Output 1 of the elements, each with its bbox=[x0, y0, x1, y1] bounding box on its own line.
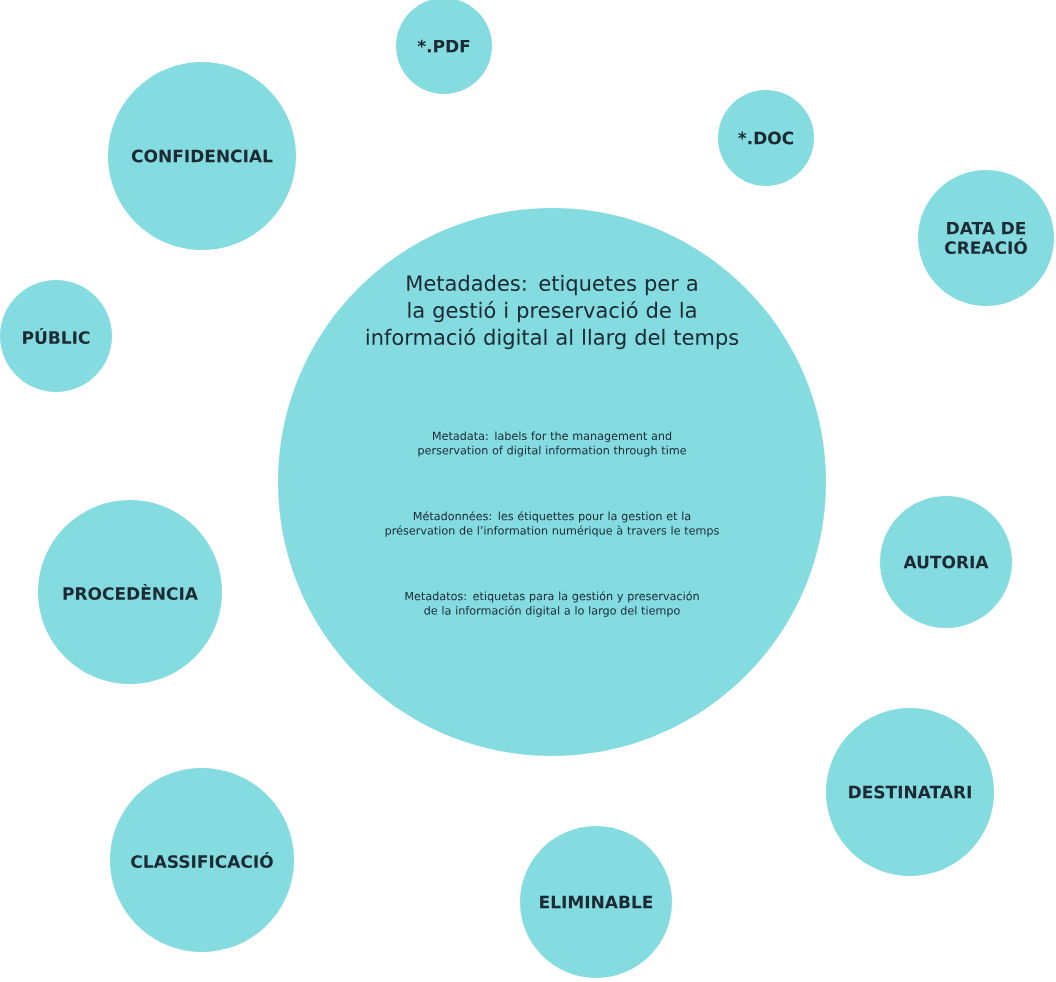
heading: Metadades: etiquetes per a la gestió i preservació de la informació digital al llarg del temps bbox=[366, 274, 739, 350]
